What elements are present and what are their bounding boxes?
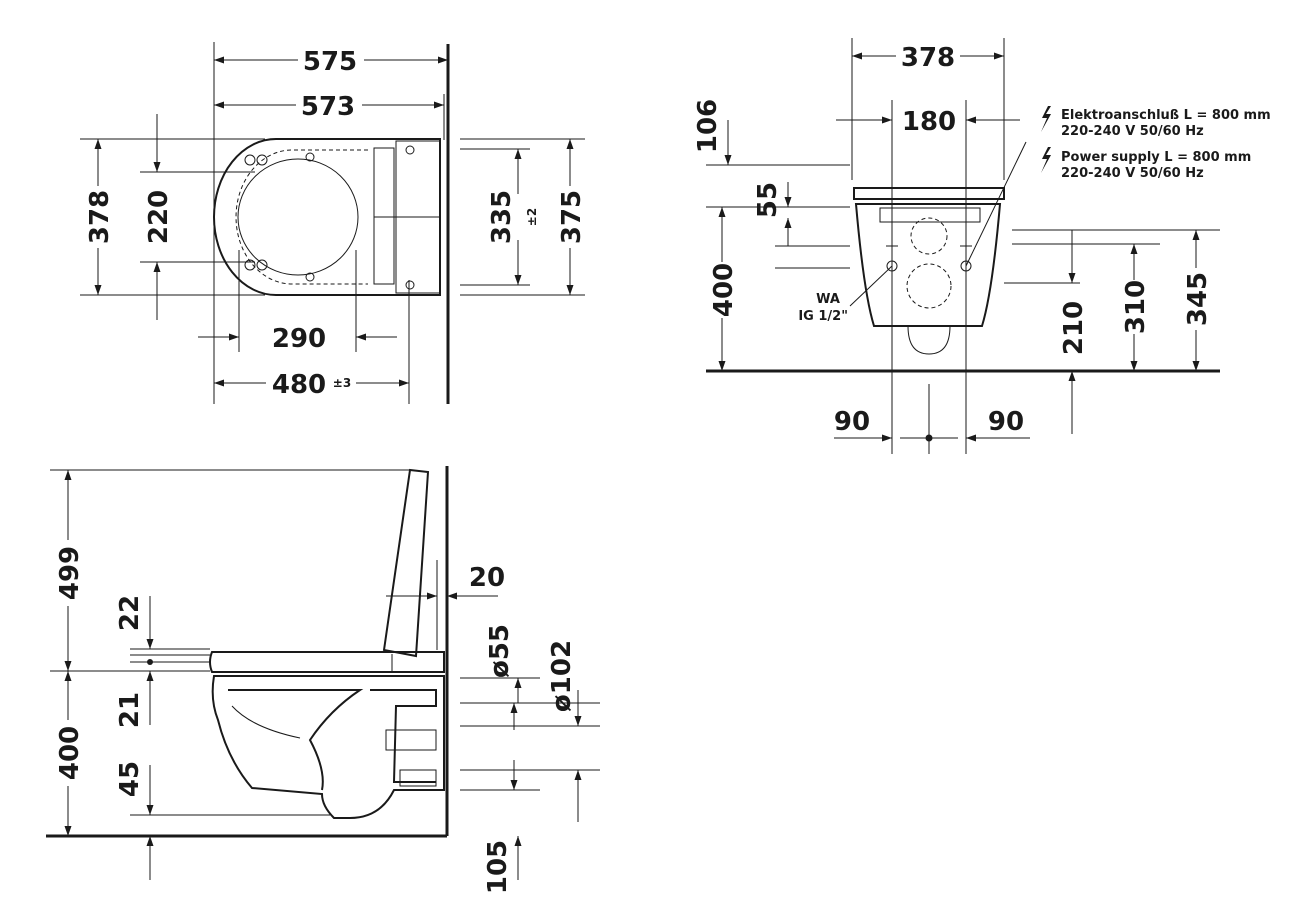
dim-side-400: 400: [55, 726, 85, 780]
power-note-de-1: Elektroanschluß L = 800 mm: [1061, 108, 1271, 123]
lid-side: [382, 468, 430, 658]
dim-106: 106: [693, 99, 723, 153]
dim-375: 375: [557, 190, 587, 244]
dim-55: 55: [753, 182, 783, 218]
wa-label: WA: [816, 292, 840, 307]
power-note-de-2: 220-240 V 50/60 Hz: [1061, 124, 1204, 139]
dim-front-378: 378: [901, 43, 955, 73]
lightning-icon: [1041, 147, 1051, 173]
dim-22: 22: [115, 595, 145, 631]
dim-335: 335: [487, 190, 517, 244]
dim-480: 480: [272, 370, 326, 400]
seat-side: [209, 651, 445, 673]
power-note-en-2: 220-240 V 50/60 Hz: [1061, 166, 1204, 181]
dim-345: 345: [1183, 272, 1213, 326]
top-view: 575 573 378 220 335 ±2 375 290 480 ±3: [80, 42, 587, 404]
seat-front: [853, 187, 1005, 200]
lightning-icon: [1041, 106, 1051, 132]
front-view: 378 180 106 55 400 210 310 345 90 90 WA …: [693, 38, 1271, 454]
dim-480-tolerance: ±3: [333, 376, 351, 390]
dim-290: 290: [272, 324, 326, 354]
bowl-front: [854, 203, 1002, 327]
dim-dia102: ø102: [547, 640, 577, 712]
dim-90-left: 90: [834, 407, 870, 437]
dim-180: 180: [902, 107, 956, 137]
power-note-en-1: Power supply L = 800 mm: [1061, 150, 1251, 165]
dim-499: 499: [55, 546, 85, 600]
dim-210: 210: [1059, 301, 1089, 355]
dim-front-400: 400: [709, 263, 739, 317]
dim-21: 21: [115, 692, 145, 728]
dim-575: 575: [303, 47, 357, 77]
bowl-opening-top: [237, 158, 359, 276]
dim-378: 378: [85, 190, 115, 244]
dim-20: 20: [469, 563, 505, 593]
dim-105: 105: [483, 840, 513, 894]
side-view: 499 400 22 21 45 20 ø55 ø102 105: [46, 466, 600, 894]
toilet-outline-top: [213, 138, 441, 296]
dim-310: 310: [1121, 280, 1151, 334]
dim-573: 573: [301, 92, 355, 122]
dim-45: 45: [115, 761, 145, 797]
bowl-side: [211, 675, 445, 819]
dim-335-tolerance: ±2: [525, 208, 539, 226]
dim-90-right: 90: [988, 407, 1024, 437]
wa-thread-label: IG 1/2": [798, 309, 848, 324]
dim-220: 220: [144, 190, 174, 244]
dim-dia55: ø55: [485, 624, 515, 678]
